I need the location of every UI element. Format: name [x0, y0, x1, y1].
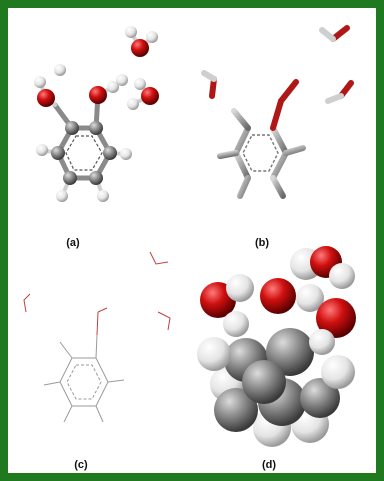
panel-a-hydrogen-atoms: [34, 26, 158, 202]
panel-d-label: (d): [261, 459, 277, 471]
panel-a-carbon-atoms: [51, 121, 117, 185]
panel-b-label: (b): [254, 237, 270, 249]
panel-a-oxygen-atoms: [37, 39, 159, 107]
panel-a-ball-and-stick: [34, 26, 159, 202]
panel-c-label: (c): [74, 459, 88, 471]
panel-b-stick-model: [201, 25, 354, 199]
panel-d-space-filling: [197, 246, 356, 447]
panel-c-wireframe: [23, 251, 171, 423]
panel-a-label: (a): [66, 237, 80, 249]
